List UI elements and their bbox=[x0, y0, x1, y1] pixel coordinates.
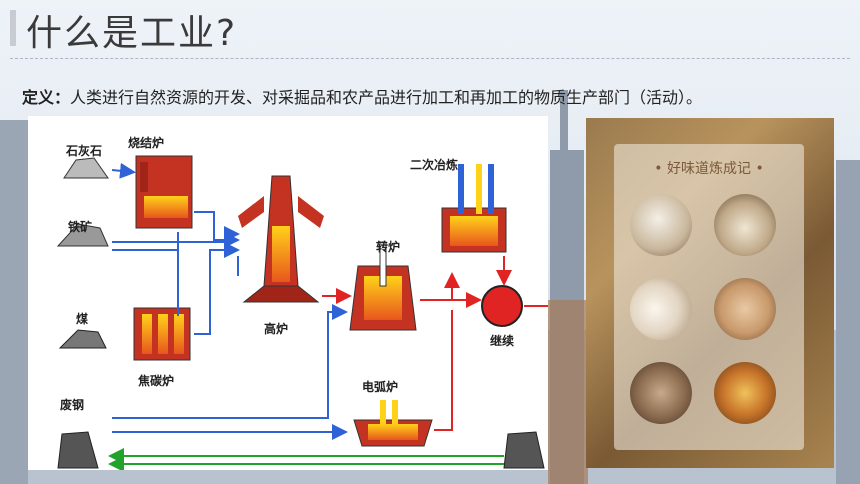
process-flow-graphics bbox=[56, 155, 548, 470]
limestone-pile bbox=[63, 157, 109, 179]
scrap-bucket-left bbox=[57, 431, 99, 469]
label-limestone: 石灰石 bbox=[66, 144, 103, 158]
label-continuous: 继续 bbox=[490, 334, 515, 348]
label-coal: 煤 bbox=[76, 312, 89, 326]
photo-flour-bowl bbox=[714, 194, 776, 256]
definition-line: 定义：人类进行自然资源的开发、对采掘品和农产品进行加工和再加工的物质生产部门（活… bbox=[22, 84, 702, 108]
food-process-panel: • 好味道炼成记 • bbox=[586, 118, 834, 468]
scrap-bucket-right bbox=[503, 431, 545, 469]
definition-text: 人类进行自然资源的开发、对采掘品和农产品进行加工和再加工的物质生产部门（活动）。 bbox=[70, 88, 703, 107]
converter bbox=[349, 241, 417, 331]
label-arc-furnace: 电弧炉 bbox=[362, 380, 399, 394]
steelmaking-diagram: 石灰石 烧结炉 铁矿 煤 焦碳炉 高炉 转炉 二次冶炼 继续 电弧炉 废钢 bbox=[28, 116, 548, 470]
photo-kneading bbox=[714, 278, 776, 340]
title-accent-bar bbox=[10, 10, 16, 46]
food-card: • 好味道炼成记 • bbox=[614, 144, 804, 450]
photo-pizza bbox=[714, 362, 776, 424]
coal-pile bbox=[58, 329, 107, 349]
secondary-refining-unit bbox=[441, 164, 507, 253]
blue-flow-lines bbox=[111, 162, 348, 440]
label-secondary-refining: 二次冶炼 bbox=[410, 158, 459, 172]
food-panel-title: • 好味道炼成记 • bbox=[654, 161, 764, 177]
photo-shaping bbox=[630, 362, 692, 424]
red-flow-lines bbox=[322, 256, 548, 431]
sinter-furnace bbox=[135, 155, 193, 229]
photo-flour-mixing bbox=[630, 194, 692, 256]
page-title: 什么是工业? bbox=[26, 13, 238, 54]
green-return-lines bbox=[108, 448, 504, 470]
label-sinter-furnace: 烧结炉 bbox=[128, 136, 165, 150]
label-iron-ore: 铁矿 bbox=[68, 220, 93, 234]
label-coke-oven: 焦碳炉 bbox=[138, 374, 175, 388]
label-blast-furnace: 高炉 bbox=[264, 322, 289, 336]
label-scrap-steel: 废钢 bbox=[60, 398, 85, 412]
title-divider bbox=[10, 58, 850, 59]
blast-furnace bbox=[238, 175, 324, 303]
coke-oven bbox=[133, 307, 191, 361]
photo-dough-balls bbox=[630, 278, 692, 340]
continuous-casting-node bbox=[481, 285, 523, 327]
iron-ore-pile bbox=[56, 223, 109, 247]
electric-arc-furnace bbox=[353, 400, 433, 447]
definition-term: 定义： bbox=[22, 88, 71, 107]
label-converter: 转炉 bbox=[376, 240, 401, 254]
